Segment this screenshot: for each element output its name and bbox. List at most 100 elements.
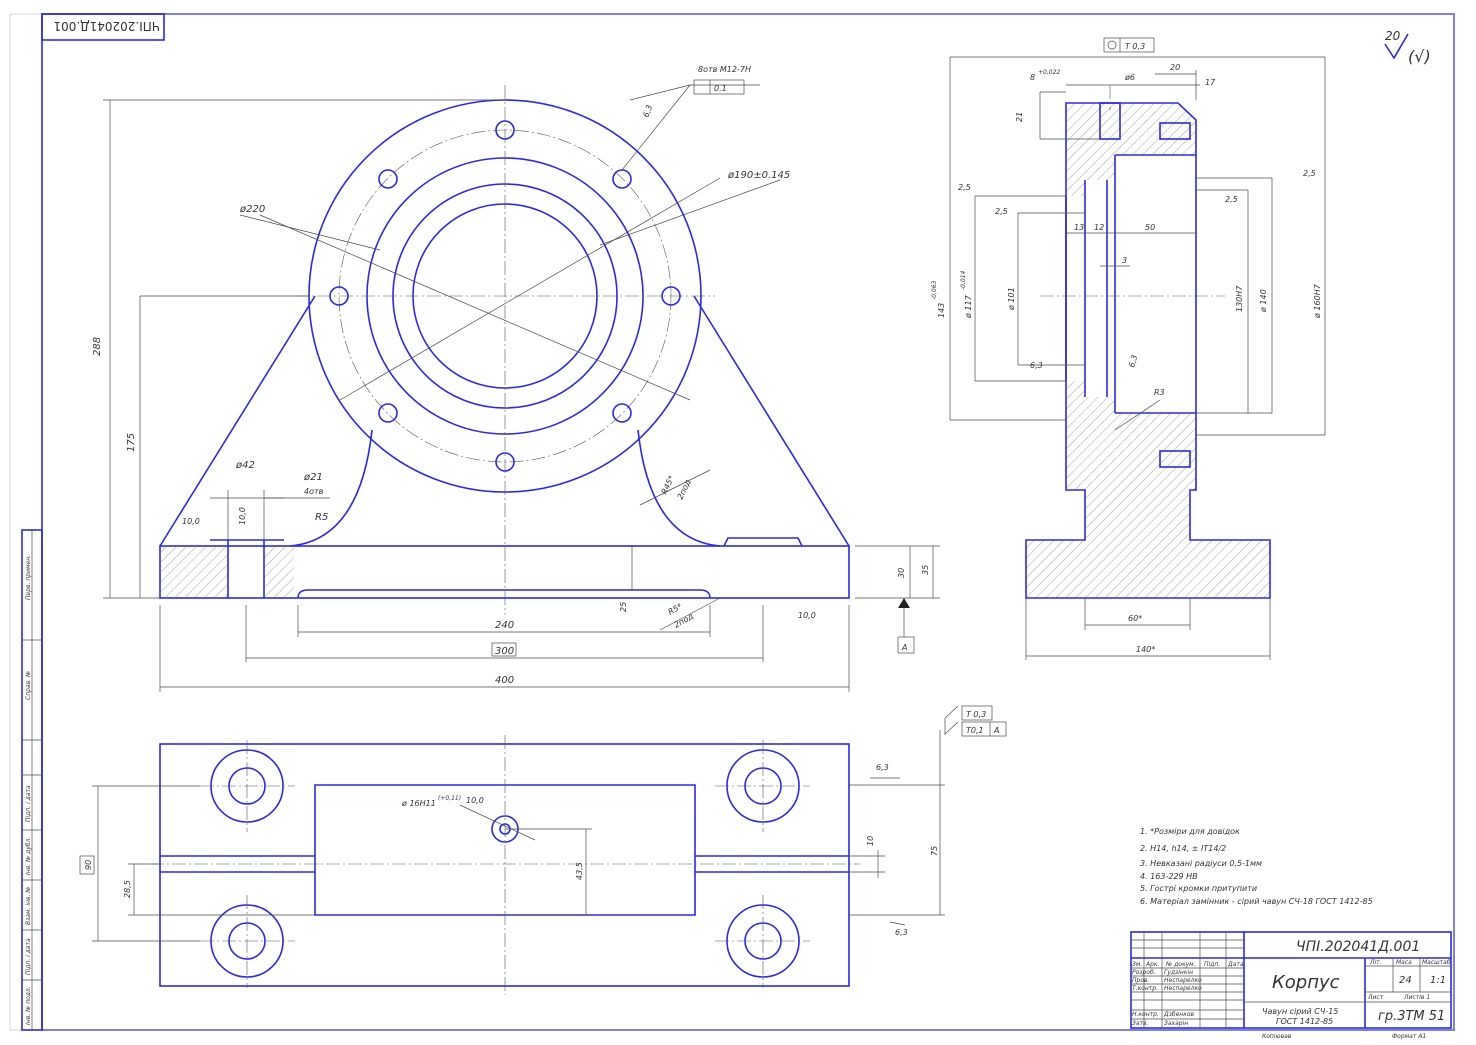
title-sheets: Листів 1 — [1403, 994, 1430, 1001]
title-col-lit: Літ. — [1369, 959, 1382, 966]
strip-label-5: Взам. інв. № — [25, 886, 32, 925]
dim-d143: 143 — [937, 303, 946, 318]
dim-w13: 13 — [1074, 223, 1084, 232]
dim-h25: 25 — [619, 602, 628, 612]
dim-w60: 60* — [1128, 614, 1142, 623]
drawing-frame — [9, 13, 1455, 1031]
dim-holes-tol: 0.1 — [714, 84, 727, 93]
stamp-grid — [1131, 932, 1244, 1028]
dim-h435: 43,5 — [575, 862, 584, 880]
strip-label-3: Підп. і дата — [25, 785, 32, 822]
dim-r5b-count: 2под — [673, 611, 696, 629]
title-scale: 1:1 — [1430, 975, 1446, 986]
roughness-63-front: 6,3 — [641, 104, 654, 119]
dim-d160: ø 160Н7 — [1313, 283, 1322, 319]
title-mass: 24 — [1399, 975, 1412, 986]
title-col-scale: Масштаб — [1422, 959, 1451, 966]
dim-w140: 140* — [1136, 645, 1155, 654]
dim-h285: 28,5 — [123, 880, 132, 898]
dim-d140: ø 140 — [1259, 289, 1268, 313]
roughness-10-top: 10,0 — [466, 796, 484, 805]
strip-label-2: Справ. № — [25, 671, 32, 700]
stamp-row-5: Н.контр. — [1132, 1011, 1159, 1018]
datum-a-top: А — [993, 726, 999, 735]
stamp-head-ark: Арк. — [1145, 961, 1160, 968]
dim-w400: 400 — [495, 675, 514, 686]
rotated-doc-code-text: ЧПІ.202041Д.001 — [53, 19, 160, 33]
roughness-63-side-a: 6,3 — [1030, 361, 1043, 370]
dim-w8: 8 — [1030, 73, 1035, 82]
roughness-25-b: 2,5 — [995, 207, 1008, 216]
title-sheet: Лист — [1367, 994, 1384, 1001]
dim-d16: ø 16Н11 — [401, 799, 436, 808]
dim-d117-tol: -0,014 — [960, 270, 967, 290]
dim-d220: ø220 — [239, 204, 265, 215]
title-block: Зм. Арк. № докум. Підп. Дата Розроб. Про… — [1130, 931, 1452, 1040]
stamp-head-doc: № докум. — [1165, 961, 1196, 968]
top-parallelism: Т0,1 — [966, 726, 984, 735]
dim-h175: 175 — [126, 433, 137, 452]
dim-h90: 90 — [84, 860, 93, 870]
title-material-1: Чавун сірий СЧ-15 — [1262, 1007, 1338, 1016]
dim-d21-count: 4отв — [304, 487, 324, 496]
note-2: 2. Н14, h14, ± IT14/2 — [1140, 844, 1226, 853]
dim-d42: ø42 — [235, 460, 255, 471]
strip-label-4: Інв. № дубл. — [25, 837, 32, 875]
dim-w12: 12 — [1094, 223, 1104, 232]
note-4: 4. 163-229 НВ — [1140, 872, 1198, 881]
dim-h30: 30 — [897, 568, 906, 578]
roughness-10-a: 10,0 — [182, 517, 200, 526]
top-flatness: Т 0,3 — [966, 710, 986, 719]
title-copied: Копіював — [1262, 1033, 1292, 1040]
dim-d21: ø21 — [303, 472, 323, 483]
dim-h21: 21 — [1015, 112, 1024, 122]
front-view: ø220 ø190±0.145 8отв М12-7Н 0.1 6,3 288 … — [92, 65, 940, 692]
dim-w240: 240 — [495, 620, 514, 631]
side-view: Т 0,3 8 +0,022 ø6 20 17 21 2,5 2,5 2,5 2… — [931, 37, 1326, 660]
title-material-2: ГОСТ 1412-85 — [1276, 1017, 1333, 1026]
strip-label-6: Підп. і дата — [25, 938, 32, 975]
dim-d143-tol: -0,063 — [931, 280, 938, 300]
dim-r5b: R5* — [667, 602, 684, 617]
dim-r45-count: 2под — [676, 478, 693, 501]
stamp-name-1: Гудзінкін — [1164, 969, 1193, 976]
strip-label-7: Інв. № подл. — [25, 986, 32, 1025]
title-col-mass: Маса — [1396, 959, 1412, 966]
roughness-10-b: 10,0 — [238, 507, 247, 525]
left-strip-labels: Перв. примен. Справ. № Підп. і дата Інв.… — [25, 555, 32, 1025]
stamp-row-1: Розроб. — [1132, 969, 1156, 976]
dim-h288: 288 — [92, 337, 103, 356]
technical-notes: 1. *Розміри для довідок 2. Н14, h14, ± I… — [1140, 827, 1373, 906]
rotated-doc-code: ЧПІ.202041Д.001 — [41, 13, 165, 41]
datum-a-front: А — [901, 643, 907, 652]
roughness-25-d: 2,5 — [1303, 169, 1316, 178]
general-roughness-value: 20 — [1385, 29, 1401, 43]
stamp-head-date: Дата — [1227, 961, 1244, 968]
roughness-63-top-a: 6,3 — [876, 763, 889, 772]
general-roughness-mark: 20 (√) — [1384, 29, 1431, 66]
strip-label-1: Перв. примен. — [25, 555, 32, 600]
note-6: 6. Матеріал замінник - сірий чавун СЧ-18… — [1140, 897, 1373, 906]
dim-w300: 300 — [495, 646, 514, 657]
dim-d117: ø 117 — [964, 294, 973, 319]
dim-d130: 130Н7 — [1235, 285, 1244, 312]
dim-d6: ø6 — [1124, 73, 1135, 82]
dim-d101: ø 101 — [1007, 287, 1016, 311]
roughness-check-mark: (√) — [1408, 47, 1431, 66]
stamp-head-izm: Зм. — [1132, 961, 1142, 968]
dim-r3: R3 — [1154, 388, 1165, 397]
stamp-row-6: Затв. — [1132, 1020, 1149, 1027]
dim-holes: 8отв М12-7Н — [698, 65, 751, 74]
dim-r5: R5 — [315, 512, 328, 523]
title-part-name: Корпус — [1272, 972, 1340, 993]
dim-h35: 35 — [921, 565, 930, 575]
top-view: Т 0,3 Т0,1 А 6,3 6,3 ø 16Н11 (+0,11) 10,… — [79, 705, 1007, 995]
roughness-25-c: 2,5 — [1225, 195, 1238, 204]
dim-w8-tol: +0,022 — [1038, 69, 1060, 76]
stamp-row-3: Т.контр. — [1132, 985, 1158, 992]
dim-d190: ø190±0.145 — [727, 170, 790, 181]
roughness-63-top-b: 6,3 — [895, 928, 908, 937]
dim-w3: 3 — [1122, 256, 1127, 265]
stamp-name-3: Неспарелко — [1164, 985, 1202, 992]
roughness-63-side-b: 6,3 — [1127, 354, 1139, 369]
